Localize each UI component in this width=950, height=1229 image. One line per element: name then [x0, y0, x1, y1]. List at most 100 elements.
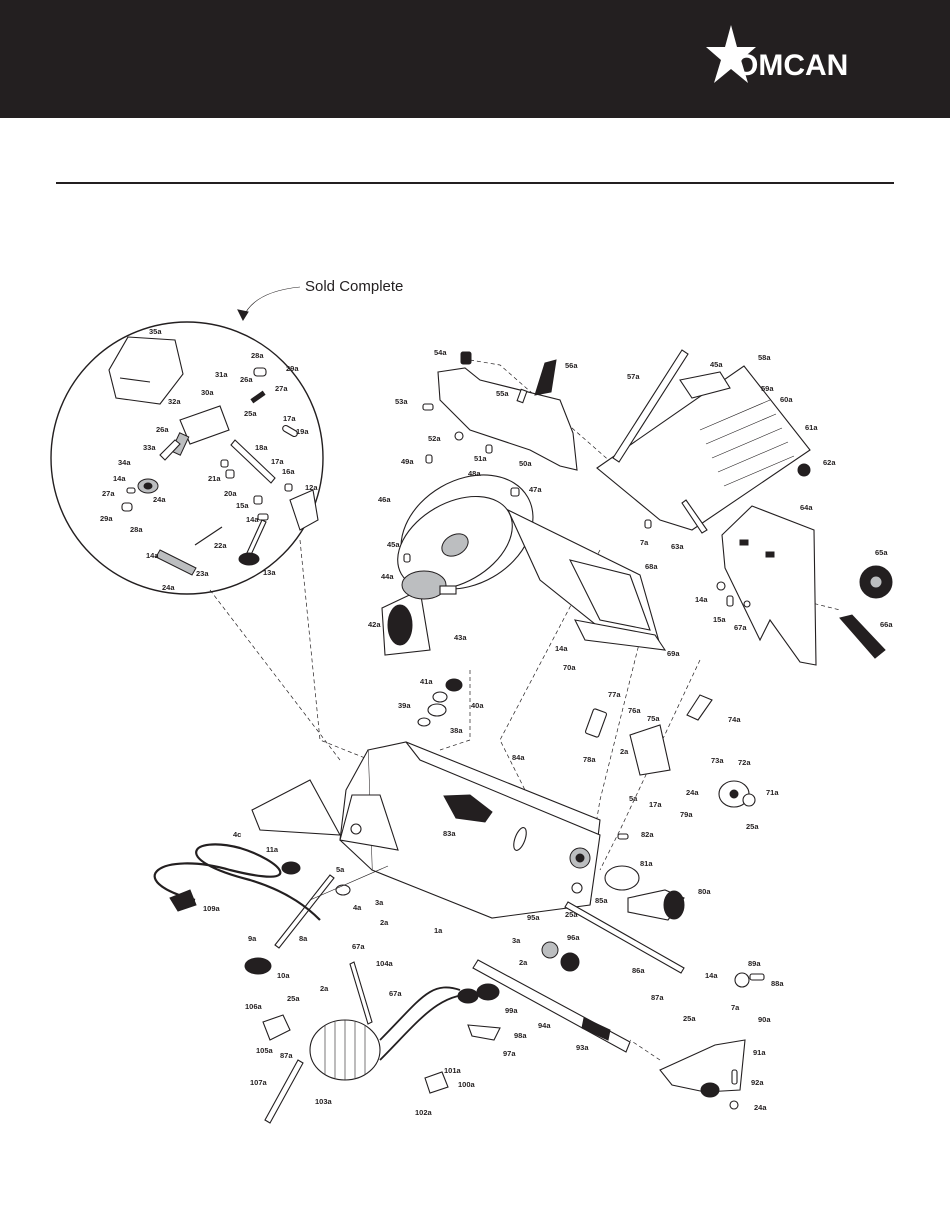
part-labels: 1a2a2a2a2a3a3a4a4c5a5a7a7a8a9a10a11a12a1…	[100, 327, 893, 1117]
part-label-26a: 26a	[156, 425, 169, 434]
part-label-78a: 78a	[583, 755, 596, 764]
part-label-40a: 40a	[471, 701, 484, 710]
part-label-14a: 14a	[555, 644, 568, 653]
part-label-74a: 74a	[728, 715, 741, 724]
part-label-48a: 48a	[468, 469, 481, 478]
part-label-20a: 20a	[224, 489, 237, 498]
part-label-35a: 35a	[149, 327, 162, 336]
part-label-52a: 52a	[428, 434, 441, 443]
part-label-17a: 17a	[271, 457, 284, 466]
brand-logo: OMCAN	[735, 49, 849, 82]
part-35a-cover	[108, 336, 184, 405]
part-label-15a: 15a	[236, 501, 249, 510]
part-label-46a: 46a	[378, 495, 391, 504]
part-label-86a: 86a	[632, 966, 645, 975]
part-label-54a: 54a	[434, 348, 447, 357]
part-label-4a: 4a	[353, 903, 362, 912]
part-label-95a: 95a	[527, 913, 540, 922]
part-label-5a: 5a	[629, 794, 638, 803]
part-label-96a: 96a	[567, 933, 580, 942]
part-label-67a: 67a	[734, 623, 747, 632]
part-label-76a: 76a	[628, 706, 641, 715]
part-label-47a: 47a	[529, 485, 542, 494]
part-label-65a: 65a	[875, 548, 888, 557]
part-50a-carriage	[437, 367, 578, 471]
part-109a-cord	[153, 843, 321, 921]
part-label-10a: 10a	[277, 971, 290, 980]
part-label-18a: 18a	[255, 443, 268, 452]
part-11a-foot	[281, 861, 301, 875]
part-label-28a: 28a	[130, 525, 143, 534]
part-label-85a: 85a	[595, 896, 608, 905]
part-label-17a: 17a	[649, 800, 662, 809]
header-bar: OMCAN	[0, 0, 950, 118]
part-label-33a: 33a	[143, 443, 156, 452]
part-57a-rod	[612, 349, 689, 463]
part-label-22a: 22a	[214, 541, 227, 550]
part-label-2a: 2a	[380, 918, 389, 927]
part-label-49a: 49a	[401, 457, 414, 466]
part-label-25a: 25a	[683, 1014, 696, 1023]
part-label-80a: 80a	[698, 887, 711, 896]
part-label-32a: 32a	[168, 397, 181, 406]
part-label-105a: 105a	[256, 1046, 274, 1055]
part-label-68a: 68a	[645, 562, 658, 571]
part-label-75a: 75a	[647, 714, 660, 723]
part-label-71a: 71a	[766, 788, 779, 797]
part-label-92a: 92a	[751, 1078, 764, 1087]
part-label-106a: 106a	[245, 1002, 263, 1011]
plug-icon	[169, 889, 197, 912]
part-label-25a: 25a	[287, 994, 300, 1003]
part-label-64a: 64a	[800, 503, 813, 512]
part-label-25a: 25a	[244, 409, 257, 418]
part-label-70a: 70a	[563, 663, 576, 672]
part-label-81a: 81a	[640, 859, 653, 868]
part-label-107a: 107a	[250, 1078, 268, 1087]
part-54a-knob	[460, 351, 472, 365]
part-label-28a: 28a	[251, 351, 264, 360]
knife-sharpener-assembly	[108, 336, 319, 576]
part-label-60a: 60a	[780, 395, 793, 404]
part-label-24a: 24a	[686, 788, 699, 797]
part-label-67a: 67a	[352, 942, 365, 951]
part-label-13a: 13a	[263, 568, 276, 577]
part-label-88a: 88a	[771, 979, 784, 988]
part-label-59a: 59a	[761, 384, 774, 393]
part-label-3a: 3a	[512, 936, 521, 945]
part-label-27a: 27a	[102, 489, 115, 498]
part-label-77a: 77a	[608, 690, 621, 699]
part-label-2a: 2a	[620, 747, 629, 756]
header-rule	[56, 182, 894, 184]
part-66a-lever	[839, 614, 886, 659]
star-logo-icon	[706, 25, 756, 83]
part-label-4c: 4c	[233, 830, 241, 839]
part-label-42a: 42a	[368, 620, 381, 629]
part-label-25a: 25a	[746, 822, 759, 831]
part-label-87a: 87a	[651, 993, 664, 1002]
part-label-93a: 93a	[576, 1043, 589, 1052]
part-label-53a: 53a	[395, 397, 408, 406]
part-label-43a: 43a	[454, 633, 467, 642]
part-label-91a: 91a	[753, 1048, 766, 1057]
part-label-84a: 84a	[512, 753, 525, 762]
part-label-14a: 14a	[246, 515, 259, 524]
part-label-7a: 7a	[640, 538, 649, 547]
part-label-3a: 3a	[375, 898, 384, 907]
part-43a-belt	[387, 604, 413, 646]
part-56a-handle	[534, 359, 557, 396]
part-label-63a: 63a	[671, 542, 684, 551]
part-12a-bracket	[289, 489, 319, 531]
part-label-57a: 57a	[627, 372, 640, 381]
part-label-2a: 2a	[519, 958, 528, 967]
part-label-62a: 62a	[823, 458, 836, 467]
part-label-55a: 55a	[496, 389, 509, 398]
part-107a-rod	[264, 1059, 304, 1124]
part-label-50a: 50a	[519, 459, 532, 468]
part-label-34a: 34a	[118, 458, 131, 467]
part-4c-table	[251, 779, 341, 836]
part-label-17a: 17a	[283, 414, 296, 423]
part-label-14a: 14a	[146, 551, 159, 560]
part-106a-bracket	[262, 1014, 291, 1041]
part-label-15a: 15a	[713, 615, 726, 624]
